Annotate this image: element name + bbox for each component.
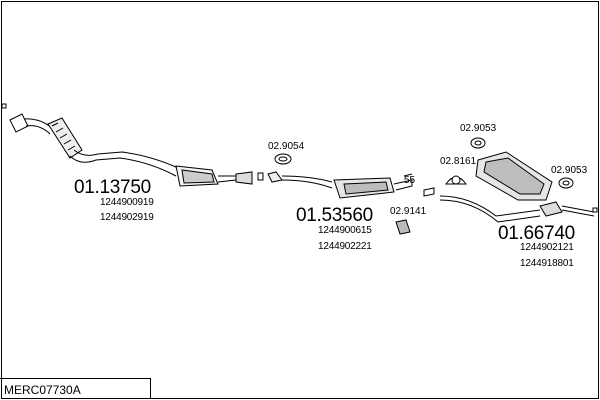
part-1-ref-2: 1244902919 bbox=[100, 212, 154, 223]
small-part-label-3: 02.8161 bbox=[440, 156, 477, 167]
part-1-ref-1: 1244900919 bbox=[100, 197, 154, 208]
middle-silencer bbox=[281, 173, 413, 199]
small-part-label-2: 02.9053 bbox=[460, 123, 497, 134]
front-pipe-flex bbox=[47, 117, 179, 177]
clamp-02-9053-b bbox=[558, 177, 574, 189]
part-3-ref-2: 1244918801 bbox=[520, 258, 574, 269]
small-part-label-4: 02.9053 bbox=[551, 165, 588, 176]
catalytic-converter bbox=[175, 165, 264, 187]
part-number-1: 01.13750 bbox=[74, 177, 151, 198]
mount-02-8161 bbox=[445, 175, 467, 185]
diagram-code: MERC07730A bbox=[4, 383, 81, 397]
part-3-ref-1: 1244902121 bbox=[520, 242, 574, 253]
small-part-label-5: 02.9141 bbox=[390, 206, 427, 217]
part-2-ref-2: 1244902221 bbox=[318, 241, 372, 252]
tag-label: 55 bbox=[404, 175, 416, 186]
diagram-code-box: MERC07730A bbox=[0, 378, 151, 399]
rear-silencer bbox=[439, 151, 595, 223]
part-number-3: 01.66740 bbox=[498, 223, 575, 244]
front-flange bbox=[1, 103, 53, 135]
small-part-label-1: 02.9054 bbox=[268, 141, 305, 152]
part-number-2: 01.53560 bbox=[296, 205, 373, 226]
clamp-02-9053-a bbox=[470, 137, 486, 149]
part-2-ref-1: 1244900615 bbox=[318, 225, 372, 236]
connector bbox=[423, 187, 435, 197]
clamp-02-9054 bbox=[267, 153, 292, 183]
hanger-02-9141 bbox=[395, 219, 411, 235]
